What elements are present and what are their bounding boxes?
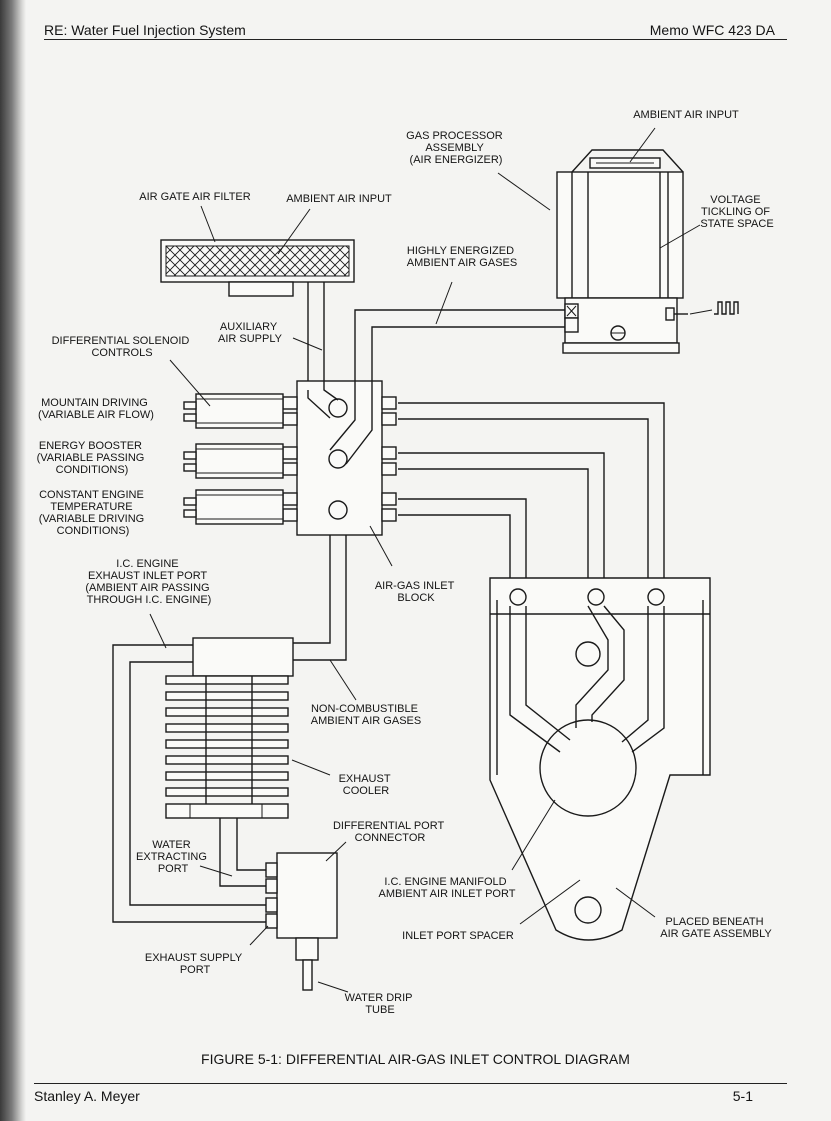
label-mountain-driving: MOUNTAIN DRIVING (VARIABLE AIR FLOW) [38, 397, 154, 421]
label-placed-beneath: PLACED BENEATH AIR GATE ASSEMBLY [660, 916, 772, 940]
header-rule [44, 39, 787, 40]
header-title: RE: Water Fuel Injection System [44, 22, 246, 38]
page-binding-shadow [0, 0, 26, 1121]
label-water-extracting: WATER EXTRACTING PORT [136, 839, 210, 875]
label-non-combustible: NON-COMBUSTIBLE AMBIENT AIR GASES [311, 703, 421, 727]
figure-caption: FIGURE 5-1: DIFFERENTIAL AIR-GAS INLET C… [201, 1051, 630, 1067]
air-gate-filter [160, 239, 355, 297]
label-water-drip: WATER DRIP TUBE [345, 992, 416, 1016]
footer-rule [34, 1083, 787, 1084]
label-differential-solenoid: DIFFERENTIAL SOLENOID CONTROLS [52, 335, 193, 359]
leader-lines [149, 127, 701, 993]
label-inlet-port-spacer: INLET PORT SPACER [402, 930, 514, 942]
air-gas-inlet-block [282, 378, 397, 536]
engine-manifold [489, 577, 711, 941]
label-gas-processor: GAS PROCESSOR ASSEMBLY (AIR ENERGIZER) [406, 130, 506, 166]
differential-port-connector [265, 852, 338, 991]
label-highly-energized: HIGHLY ENERGIZED AMBIENT AIR GASES [407, 245, 517, 269]
label-air-gas-inlet-block: AIR-GAS INLET BLOCK [375, 580, 457, 604]
gas-processor-assembly [556, 149, 739, 354]
label-constant-engine: CONSTANT ENGINE TEMPERATURE (VARIABLE DR… [39, 489, 148, 537]
differential-solenoids [183, 393, 284, 525]
label-ic-engine-manifold: I.C. ENGINE MANIFOLD AMBIENT AIR INLET P… [379, 876, 516, 900]
label-differential-port: DIFFERENTIAL PORT CONNECTOR [333, 820, 447, 844]
label-air-gate-filter: AIR GATE AIR FILTER [139, 191, 251, 203]
label-voltage-tickling: VOLTAGE TICKLING OF STATE SPACE [700, 194, 773, 230]
label-exhaust-cooler: EXHAUST COOLER [339, 773, 394, 797]
exhaust-cooler [165, 637, 294, 819]
label-ambient-air-input-top: AMBIENT AIR INPUT [633, 109, 739, 121]
label-ic-engine-exhaust: I.C. ENGINE EXHAUST INLET PORT (AMBIENT … [85, 558, 212, 606]
label-exhaust-supply: EXHAUST SUPPLY PORT [145, 952, 245, 976]
label-ambient-air-input-filter: AMBIENT AIR INPUT [286, 193, 392, 205]
footer-author: Stanley A. Meyer [34, 1088, 140, 1104]
air-pipes [112, 282, 665, 923]
label-auxiliary-air: AUXILIARY AIR SUPPLY [218, 321, 283, 345]
label-energy-booster: ENERGY BOOSTER (VARIABLE PASSING CONDITI… [37, 440, 148, 476]
header-memo-number: Memo WFC 423 DA [649, 22, 775, 38]
footer-page-number: 5-1 [732, 1088, 753, 1104]
